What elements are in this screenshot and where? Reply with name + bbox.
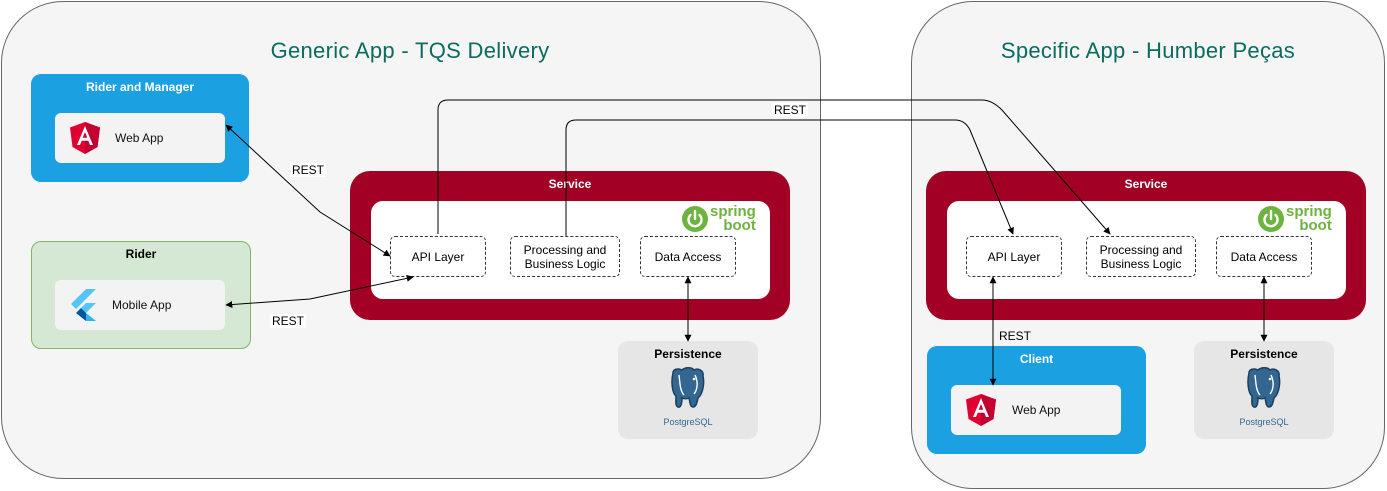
spring-text: spring (1286, 203, 1332, 220)
rider-manager-title: Rider and Manager (85, 80, 195, 94)
generic-api-layer[interactable]: API Layer (390, 236, 486, 277)
edge-mobile-api (225, 274, 414, 309)
edge-generic-processing-to-specific-api (565, 119, 1014, 236)
spring-power-icon (1258, 206, 1284, 232)
generic-persistence-title: Persistence (654, 347, 722, 361)
edge-generic-api-to-specific-processing (437, 99, 1111, 235)
postgresql-elephant-icon (1247, 367, 1281, 408)
web-app-label: Web App (115, 131, 164, 145)
edge-label-mobile-rest: REST (270, 314, 307, 328)
specific-persistence-title: Persistence (1230, 347, 1298, 361)
client-web-app[interactable]: Web App (951, 385, 1121, 435)
rider-title: Rider (125, 247, 157, 261)
generic-postgresql-logo: PostgreSQL (658, 367, 718, 431)
generic-spring-boot-logo: spring boot (682, 203, 756, 234)
specific-api-layer[interactable]: API Layer (966, 236, 1062, 277)
angular-icon (966, 394, 996, 426)
specific-postgresql-logo: PostgreSQL (1234, 367, 1294, 431)
specific-service-title: Service (1124, 177, 1168, 191)
edge-label-cross-rest: REST (772, 103, 809, 117)
generic-data-access-layer[interactable]: Data Access (640, 236, 736, 277)
boot-text: boot (723, 217, 756, 234)
edge-webapp-api (225, 124, 391, 257)
specific-spring-boot-logo: spring boot (1258, 203, 1332, 234)
spring-text: spring (710, 203, 756, 220)
specific-app-title: Specific App - Humber Peças (1000, 38, 1296, 63)
generic-service-title: Service (548, 177, 592, 191)
rider-mobile-app[interactable]: Mobile App (55, 280, 225, 330)
client-title: Client (1019, 352, 1054, 366)
postgresql-elephant-icon (671, 367, 705, 408)
angular-icon (70, 122, 100, 154)
flutter-icon (71, 289, 96, 321)
specific-data-access-layer[interactable]: Data Access (1216, 236, 1312, 277)
boot-text: boot (1299, 217, 1332, 234)
specific-processing-layer[interactable]: Processing and Business Logic (1086, 236, 1196, 277)
postgresql-wordmark: PostgreSQL (1239, 417, 1289, 427)
rider-manager-web-app[interactable]: Web App (55, 113, 225, 163)
spring-power-icon (682, 206, 708, 232)
generic-processing-layer[interactable]: Processing and Business Logic (510, 236, 620, 277)
edge-label-web-rest: REST (290, 163, 327, 177)
mobile-app-label: Mobile App (112, 298, 172, 312)
postgresql-wordmark: PostgreSQL (663, 417, 713, 427)
generic-app-title: Generic App - TQS Delivery (270, 38, 550, 63)
edge-label-client-rest: REST (999, 329, 1032, 343)
web-app-label: Web App (1012, 403, 1061, 417)
